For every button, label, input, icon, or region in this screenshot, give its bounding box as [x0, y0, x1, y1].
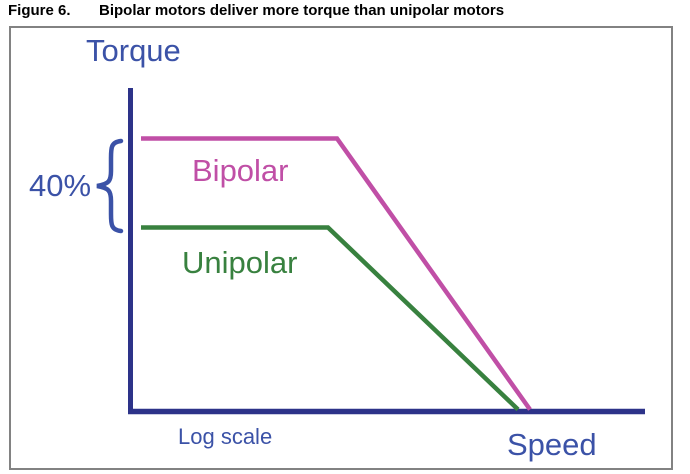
x-axis-label-speed: Speed	[507, 427, 597, 462]
figure-caption: Figure 6. Bipolar motors deliver more tor…	[8, 2, 504, 19]
forty-percent-annotation: 40%	[29, 168, 92, 203]
bipolar-series-label: Bipolar	[192, 153, 289, 188]
figure-number: Figure 6.	[8, 2, 71, 19]
forty-percent-brace	[96, 138, 124, 234]
figure-title: Bipolar motors deliver more torque than …	[99, 2, 505, 19]
figure-frame	[9, 26, 673, 470]
log-scale-note: Log scale	[178, 424, 273, 449]
bipolar-curve	[141, 136, 532, 411]
unipolar-series-label: Unipolar	[182, 245, 298, 280]
y-axis-label-torque: Torque	[86, 33, 181, 68]
unipolar-curve	[141, 225, 520, 412]
